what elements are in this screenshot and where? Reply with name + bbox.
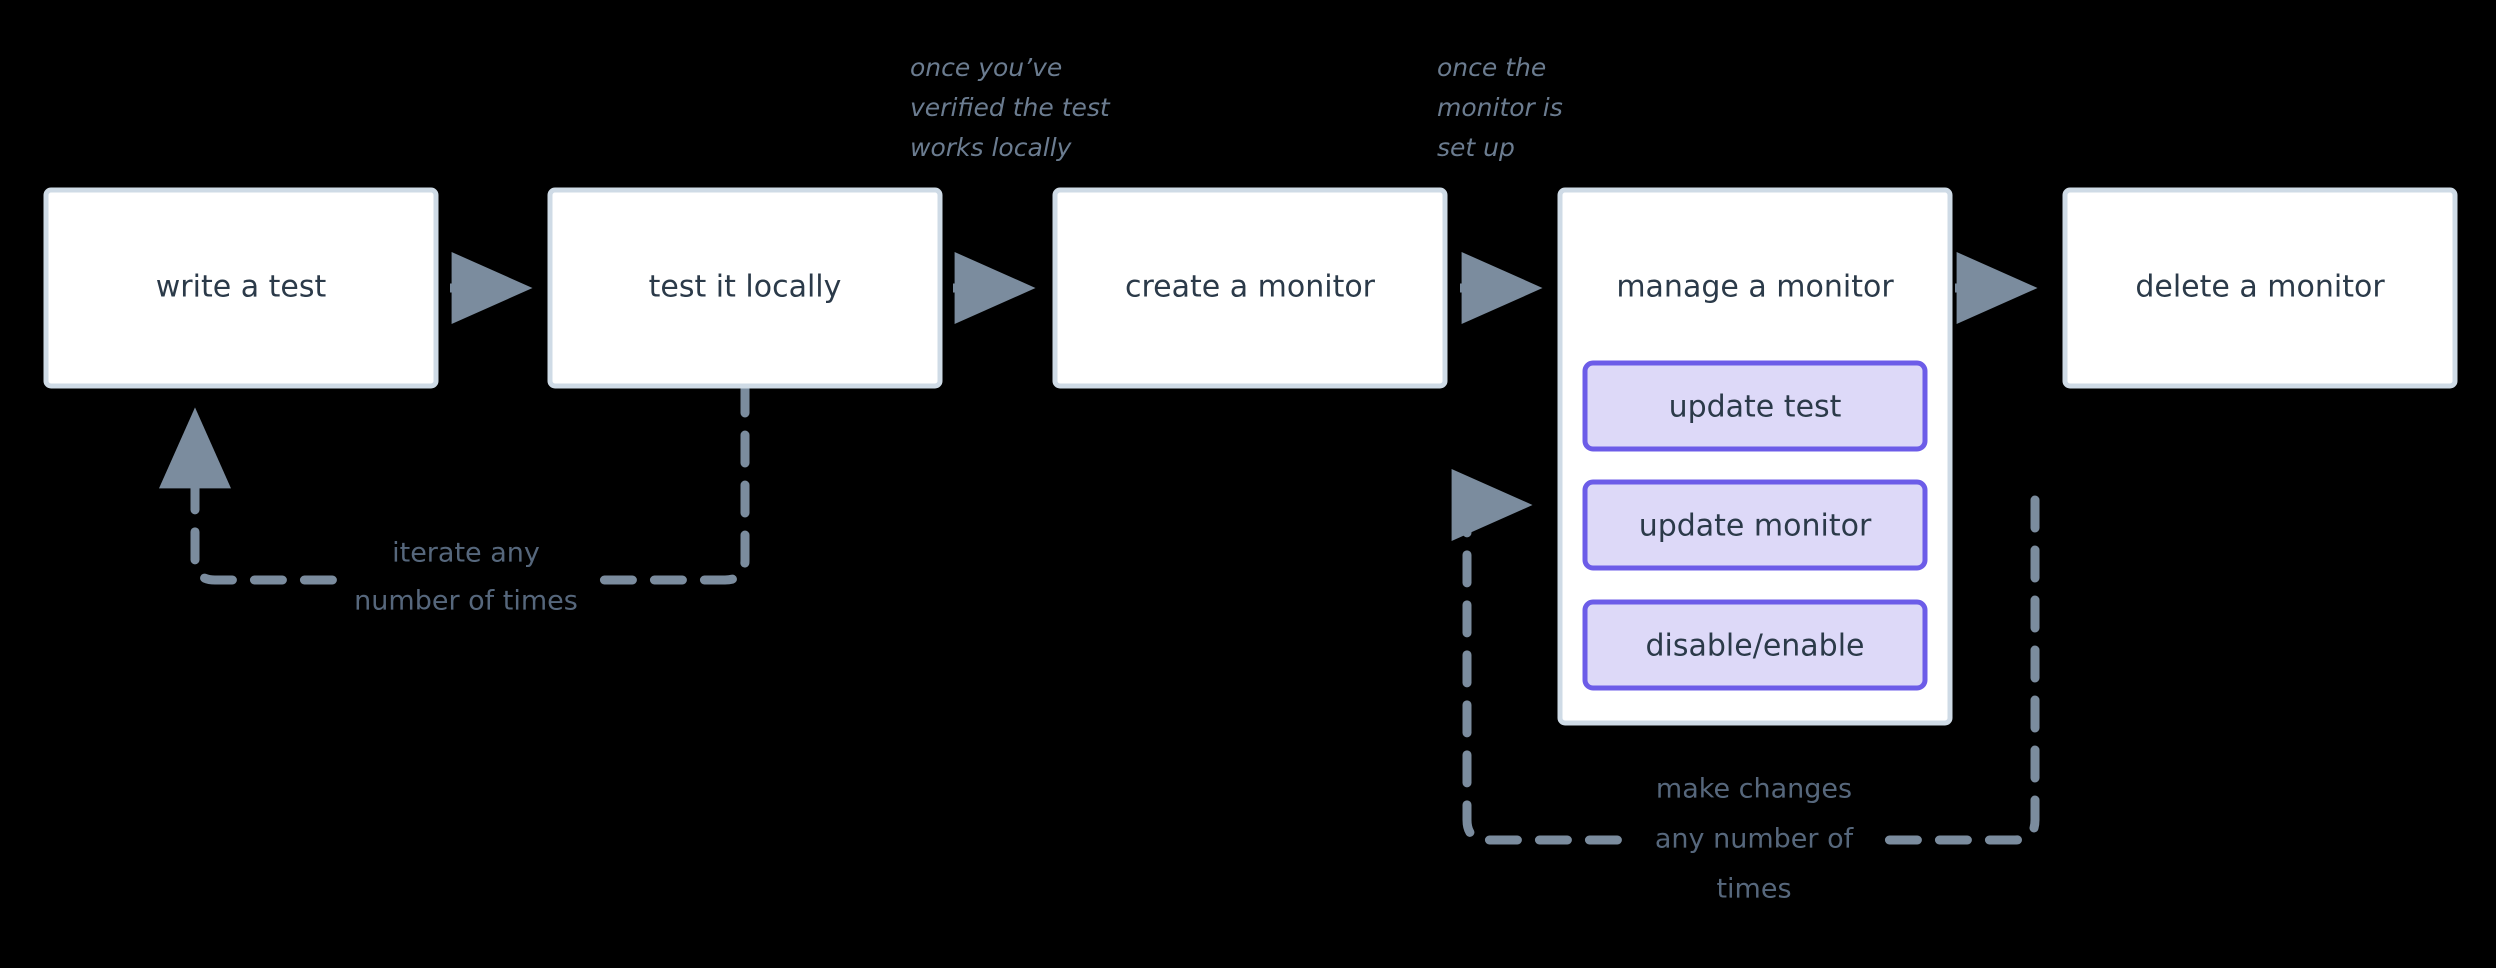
annotation-once-verified: once you’ve verified the test works loca… [910, 53, 1111, 162]
annotation-once-verified-line-1: once you’ve [910, 53, 1062, 82]
loop-label-make-changes-line-2: any number of [1655, 824, 1855, 855]
sub-node-disable-enable-label: disable/enable [1645, 629, 1864, 664]
node-manage-a-monitor[interactable]: manage a monitor update test update moni… [1557, 187, 1953, 726]
loop-label-make-changes-line-3: times [1716, 874, 1791, 905]
sub-node-update-test[interactable]: update test [1582, 360, 1928, 452]
annotation-once-set-up-line-1: once the [1437, 53, 1546, 82]
loop-label-make-changes: make changes any number of times [1625, 765, 1883, 905]
node-create-a-monitor[interactable]: create a monitor [1052, 187, 1448, 389]
node-delete-a-monitor-label: delete a monitor [2135, 270, 2385, 305]
sub-node-update-test-box[interactable] [1582, 360, 1928, 452]
node-test-it-locally-label: test it locally [649, 270, 842, 305]
annotation-once-verified-line-3: works locally [910, 133, 1073, 162]
node-delete-a-monitor-box[interactable] [2062, 187, 2458, 389]
sub-node-update-monitor-box[interactable] [1582, 479, 1928, 571]
sub-node-update-monitor[interactable]: update monitor [1582, 479, 1928, 571]
loop-label-iterate-line-2: number of times [354, 586, 578, 617]
node-test-it-locally[interactable]: test it locally [547, 187, 943, 389]
node-create-a-monitor-label: create a monitor [1125, 270, 1376, 305]
sub-node-disable-enable[interactable]: disable/enable [1582, 599, 1928, 691]
node-manage-a-monitor-label: manage a monitor [1616, 270, 1894, 305]
node-manage-a-monitor-box[interactable] [1557, 187, 1953, 726]
loop-label-make-changes-backdrop-1 [1625, 765, 1883, 813]
node-delete-a-monitor[interactable]: delete a monitor [2062, 187, 2458, 389]
node-test-it-locally-box[interactable] [547, 187, 943, 389]
sub-node-disable-enable-box[interactable] [1582, 599, 1928, 691]
annotation-once-set-up: once the monitor is set up [1437, 53, 1563, 162]
loop-label-make-changes-backdrop-2 [1625, 818, 1883, 866]
loop-label-iterate: iterate any number of times [340, 528, 590, 638]
node-write-a-test-label: write a test [156, 270, 327, 305]
annotation-once-verified-line-2: verified the test [910, 93, 1111, 122]
loop-label-iterate-backdrop [340, 528, 590, 638]
annotation-once-set-up-line-2: monitor is [1437, 93, 1563, 122]
sub-node-update-test-label: update test [1669, 390, 1842, 425]
node-create-a-monitor-box[interactable] [1052, 187, 1448, 389]
edge-make-changes-loop [1451, 469, 2040, 845]
sub-node-update-monitor-label: update monitor [1639, 509, 1872, 544]
annotation-once-set-up-line-3: set up [1437, 133, 1515, 162]
loop-label-make-changes-line-1: make changes [1656, 774, 1852, 805]
node-write-a-test[interactable]: write a test [43, 187, 439, 389]
node-write-a-test-box[interactable] [43, 187, 439, 389]
loop-label-iterate-line-1: iterate any [392, 538, 540, 569]
